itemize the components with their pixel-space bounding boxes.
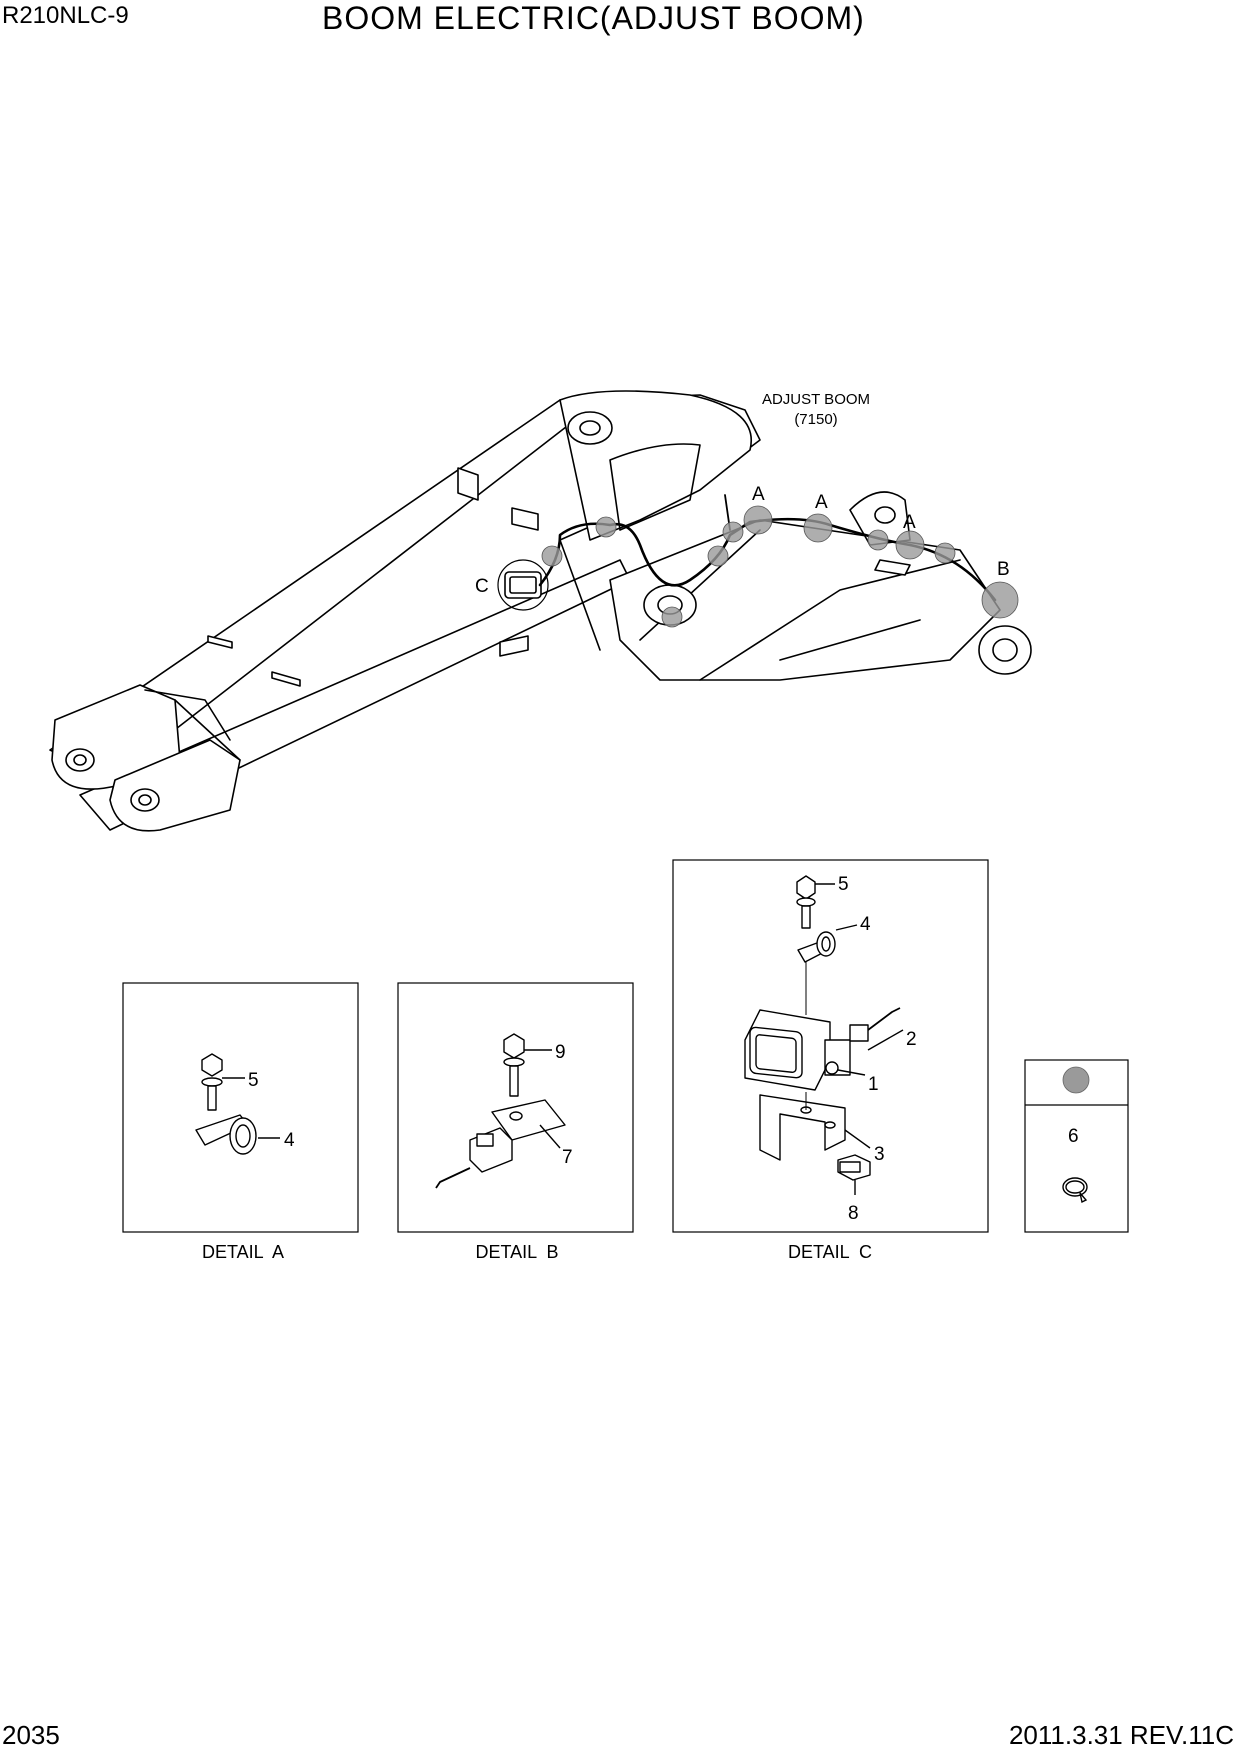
detail-a-part-4: 4 — [284, 1130, 295, 1151]
hose-band-icon — [1062, 1177, 1088, 1204]
detail-a-parts — [195, 1053, 280, 1155]
legend-part-6: 6 — [1068, 1126, 1079, 1147]
detail-b-parts — [435, 1033, 566, 1189]
detail-c-part-4: 4 — [860, 914, 871, 935]
legend-frame — [1024, 1059, 1129, 1233]
detail-a-frame — [122, 982, 359, 1233]
detail-b-part-7: 7 — [562, 1147, 573, 1168]
callout-a-2: A — [815, 492, 828, 513]
adjust-boom-label: ADJUST BOOM — [762, 391, 870, 408]
detail-c-part-3: 3 — [874, 1144, 885, 1165]
detail-c-highlight — [497, 559, 549, 611]
detail-c-part-8: 8 — [848, 1203, 859, 1224]
detail-a-part-5: 5 — [248, 1070, 259, 1091]
model-number: R210NLC-9 — [2, 2, 129, 29]
detail-a-caption: DETAIL A — [202, 1242, 284, 1262]
callout-a-3: A — [903, 512, 916, 533]
detail-b-caption: DETAIL B — [475, 1242, 558, 1262]
page-title: BOOM ELECTRIC(ADJUST BOOM) — [322, 0, 865, 36]
detail-c-part-2: 2 — [906, 1029, 917, 1050]
detail-b-frame — [397, 982, 634, 1233]
callout-a-1: A — [752, 484, 765, 505]
detail-c-parts — [744, 875, 904, 1195]
adjust-boom-code: (7150) — [794, 411, 837, 428]
detail-c-part-1: 1 — [868, 1074, 879, 1095]
detail-c-caption: DETAIL C — [788, 1242, 872, 1262]
boom-drawing — [49, 390, 1032, 832]
page-number: 2035 — [2, 1720, 60, 1750]
revision-date: 2011.3.31 REV.11C — [1008, 1720, 1234, 1750]
detail-c-part-5: 5 — [838, 874, 849, 895]
clamp-markers — [541, 505, 1019, 628]
callout-c: C — [475, 576, 489, 597]
detail-c-frame — [672, 859, 989, 1233]
callout-b: B — [997, 559, 1010, 580]
detail-b-part-9: 9 — [555, 1042, 566, 1063]
legend-marker — [1062, 1066, 1090, 1094]
